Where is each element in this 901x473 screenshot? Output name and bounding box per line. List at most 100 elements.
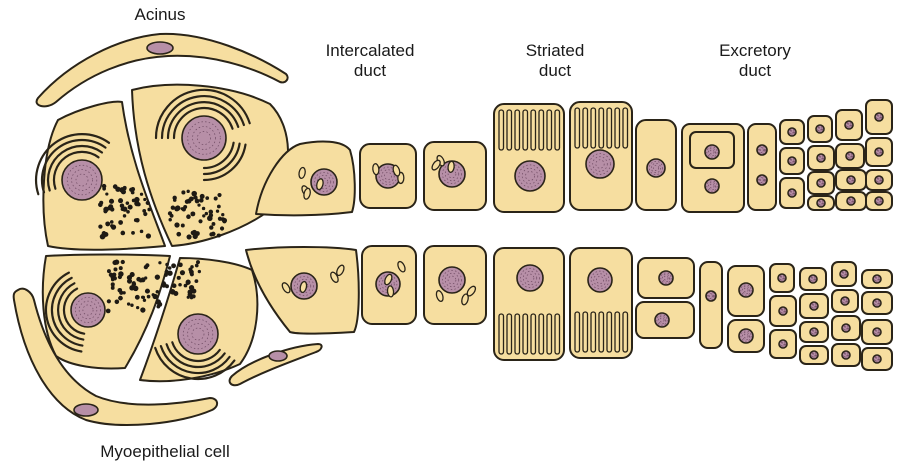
basal-striation [615, 108, 620, 148]
granule [98, 224, 102, 228]
granule [147, 295, 151, 299]
granule [174, 222, 179, 227]
granule [173, 291, 178, 296]
granule [186, 234, 191, 239]
basal-striation [507, 314, 512, 354]
granule [132, 282, 137, 287]
granule [178, 263, 181, 266]
granule [111, 225, 116, 230]
basal-striation [575, 108, 580, 148]
label-excretory-duct: Excretory duct [700, 41, 810, 81]
basal-striation [523, 314, 528, 354]
granule [190, 265, 193, 268]
granule [144, 276, 147, 279]
granule [194, 279, 198, 283]
mitochondrion [372, 163, 379, 175]
nucleus [62, 160, 102, 200]
granule [156, 305, 160, 309]
granule [129, 188, 133, 192]
granule [127, 279, 132, 284]
granule [197, 203, 200, 206]
basal-striation [531, 314, 536, 354]
granule [107, 269, 111, 273]
granule [118, 271, 123, 276]
granule [108, 204, 113, 209]
granule [217, 193, 221, 197]
mitochondrion [387, 286, 394, 298]
nucleus [515, 161, 545, 191]
granule [187, 296, 190, 299]
granule [189, 270, 194, 275]
basal-striation [583, 108, 588, 148]
granule [113, 276, 117, 280]
nucleus [178, 314, 218, 354]
basal-striation [539, 110, 544, 150]
granule [134, 218, 138, 222]
granule [195, 264, 199, 268]
granule [112, 260, 117, 265]
granule [165, 270, 169, 274]
granule [143, 198, 146, 201]
granule [181, 224, 185, 228]
granule [155, 275, 160, 280]
granule [105, 221, 110, 226]
granule [156, 290, 160, 294]
granule [186, 214, 191, 219]
granule [209, 213, 213, 217]
basal-striation [515, 314, 520, 354]
granule [126, 201, 130, 205]
granule [221, 213, 224, 216]
basal-striation [539, 314, 544, 354]
granule [121, 260, 125, 264]
basal-striation [599, 312, 604, 352]
granule [209, 232, 213, 236]
granule [209, 225, 213, 229]
granule [191, 289, 196, 294]
granule [118, 296, 123, 301]
granule [190, 211, 195, 216]
duct-lower-row [246, 246, 892, 370]
duct-cell [494, 104, 564, 212]
granule [131, 231, 135, 235]
granule [118, 220, 123, 225]
granule [185, 199, 189, 203]
granule [171, 263, 176, 268]
nucleus [586, 150, 614, 178]
granule [221, 217, 225, 221]
granule [127, 302, 130, 305]
granule [98, 202, 103, 207]
granule [177, 276, 181, 280]
granule [115, 300, 120, 305]
granule [184, 284, 188, 288]
granule [196, 260, 200, 264]
granule [199, 198, 204, 203]
nucleus [647, 159, 665, 177]
granule [161, 282, 167, 288]
nucleus [439, 267, 465, 293]
basal-striation [555, 314, 560, 354]
granule [121, 231, 126, 236]
granule [130, 272, 135, 277]
granule [205, 196, 209, 200]
granule [103, 209, 107, 213]
granule [140, 307, 145, 312]
basal-striation [607, 108, 612, 148]
granule [107, 299, 111, 303]
basal-striation [623, 108, 628, 148]
granule [136, 277, 141, 282]
basal-striation [507, 110, 512, 150]
granule [200, 194, 205, 199]
nucleus [588, 268, 612, 292]
granule [113, 267, 117, 271]
granule [202, 207, 205, 210]
granule [147, 208, 151, 212]
granule [123, 214, 126, 217]
granule [145, 263, 149, 267]
granule [205, 212, 208, 215]
granule [175, 205, 180, 210]
granule [212, 222, 216, 226]
granule [183, 205, 187, 209]
granule [191, 231, 196, 236]
granule [106, 309, 111, 314]
granule [217, 205, 221, 209]
